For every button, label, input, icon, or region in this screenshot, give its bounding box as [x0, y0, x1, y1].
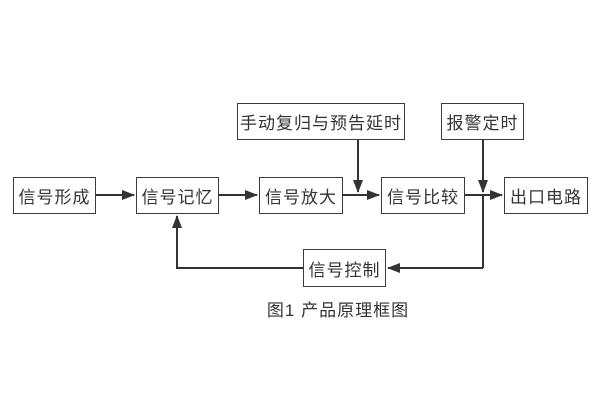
node-signal-amplify: 信号放大: [259, 177, 343, 214]
node-alarm-timer: 报警定时: [441, 103, 524, 140]
node-output-circuit: 出口电路: [504, 177, 588, 214]
node-signal-control: 信号控制: [303, 249, 386, 287]
node-signal-compare: 信号比较: [381, 177, 465, 214]
node-signal-memory: 信号记忆: [136, 177, 219, 214]
node-manual-reset-delay: 手动复归与预告延时: [237, 103, 405, 140]
figure-caption: 图1 产品原理框图: [266, 301, 410, 320]
node-signal-formation: 信号形成: [13, 177, 96, 214]
